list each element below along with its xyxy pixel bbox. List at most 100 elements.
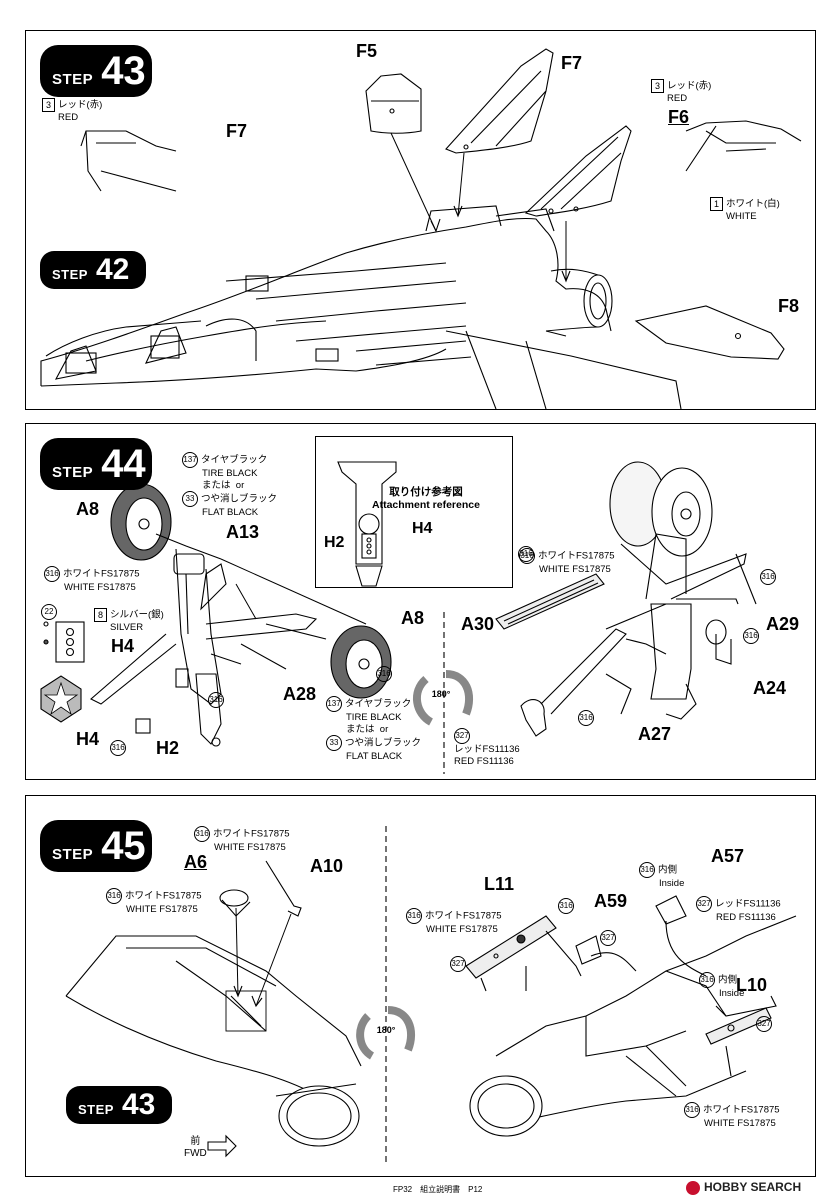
part-f7-label: F7 (561, 53, 583, 73)
paint-number: 33 (182, 491, 198, 507)
paint-name-en: WHITE FS17875 (426, 924, 498, 935)
paint-name-en: Inside (719, 988, 745, 999)
paint-number: 316 (743, 628, 759, 644)
paint-name-en: TIRE BLACK (346, 712, 402, 723)
or-en: or (379, 723, 389, 735)
paint-name-en: RED FS11136 (716, 912, 776, 923)
paint-number: 316 (578, 710, 594, 726)
paint-name-jp: つや消しブラック (201, 493, 278, 505)
part-a10-label: A10 (310, 856, 344, 876)
paint-number: 137 (182, 452, 198, 468)
paint-name-jp: ホワイトFS17875 (703, 1104, 780, 1116)
paint-callout-red: 327 レッドFS11136 RED FS11136 (454, 728, 520, 767)
paint-name-en: WHITE FS17875 (214, 842, 286, 853)
part-a8-label: A8 (76, 499, 100, 519)
paint-number: 316 (518, 546, 534, 562)
part-a6-label: A6 (184, 852, 207, 873)
paint-name-en: WHITE FS17875 (64, 582, 136, 593)
paint-name-jp: ホワイトFS17875 (213, 828, 290, 840)
paint-name-en: RED (58, 112, 79, 123)
paint-name-jp: タイヤブラック (201, 454, 268, 466)
paint-name-jp: 内側 (718, 974, 738, 986)
part-h2-label: H2 (156, 738, 180, 758)
step-number: 43 (121, 1088, 156, 1121)
paint-name-jp: シルバー(銀) (110, 609, 164, 621)
step-number: 43 (101, 49, 146, 93)
step-number: 44 (101, 442, 146, 486)
rotate-label: 180° (376, 1025, 396, 1035)
rotate-label: 180° (431, 689, 451, 699)
page-footer: FP32 組立説明書 P12 (393, 1185, 483, 1194)
paint-name-jp: ホワイト(白) (726, 198, 780, 210)
paint-name-en: SILVER (110, 622, 144, 633)
part-a6-text: A6 (184, 852, 208, 872)
paint-name-en: Inside (659, 878, 685, 889)
step-42-badge: STEP 42 (40, 251, 146, 289)
paint-name-jp: レッドFS11136 (715, 898, 781, 910)
paint-number: 316 (699, 972, 715, 988)
or-en: or (235, 479, 245, 491)
step-word: STEP (52, 846, 94, 863)
part-h4-label: H4 (412, 520, 433, 537)
step-word: STEP (52, 464, 94, 481)
paint-number: 3 (651, 79, 664, 93)
part-a13-label: A13 (226, 522, 260, 542)
step-word: STEP (78, 1102, 114, 1117)
paint-number: 316 (208, 692, 224, 708)
part-f7-label: F7 (226, 121, 248, 141)
step-44-landing-gear-drawing (40, 461, 757, 774)
step-43-badge: STEP 43 (66, 1086, 172, 1124)
paint-number: 316 (406, 908, 422, 924)
part-a30-label: A30 (461, 614, 495, 634)
part-a8-label: A8 (401, 608, 425, 628)
paint-name-en: FLAT BLACK (202, 507, 259, 518)
part-l11-label: L11 (484, 874, 515, 894)
part-a28-label: A28 (283, 684, 317, 704)
rotate-180-icon: 180° (417, 674, 465, 722)
fwd-en: FWD (184, 1147, 207, 1159)
part-a24-label: A24 (753, 678, 787, 698)
paint-number: 316 (639, 862, 655, 878)
paint-number: 327 (696, 896, 712, 912)
step-45-badge: STEP 45 (40, 820, 152, 872)
paint-name-en: WHITE (726, 211, 757, 222)
paint-number: 316 (376, 666, 392, 682)
part-a59-label: A59 (594, 891, 628, 911)
paint-name-en: WHITE FS17875 (539, 564, 611, 575)
hobby-search-logo-icon (686, 1180, 700, 1195)
paint-name-en: RED (667, 93, 688, 104)
or-jp: または (346, 723, 375, 735)
paint-name-en: FLAT BLACK (346, 751, 403, 762)
paint-number: 33 (326, 735, 342, 751)
paint-name-en: RED FS11136 (454, 755, 514, 767)
step-word: STEP (52, 71, 94, 88)
paint-name-jp: ホワイトFS17875 (538, 550, 615, 562)
paint-number: 137 (326, 696, 342, 712)
step-44-panel: STEP 44 取り付け参考図 Attachment reference H2 … (25, 423, 816, 780)
paint-name-en: WHITE FS17875 (126, 904, 198, 915)
paint-name-jp: つや消しブラック (345, 737, 422, 749)
paint-number: 316 (110, 740, 126, 756)
paint-name-en: WHITE FS17875 (704, 1118, 776, 1129)
step-45-panel: STEP 45 STEP 43 A6 A10 L11 A59 A57 L10 3… (25, 795, 816, 1177)
paint-number: 316 (106, 888, 122, 904)
step-43-aircraft-drawing (40, 48, 802, 409)
rotate-180-icon: 180° (362, 1010, 410, 1058)
watermark-text: HOBBY SEARCH (704, 1180, 802, 1194)
paint-number: 8 (94, 608, 107, 622)
attachment-reference-title: 取り付け参考図 Attachment reference (372, 486, 480, 512)
paint-number: 316 (44, 566, 60, 582)
